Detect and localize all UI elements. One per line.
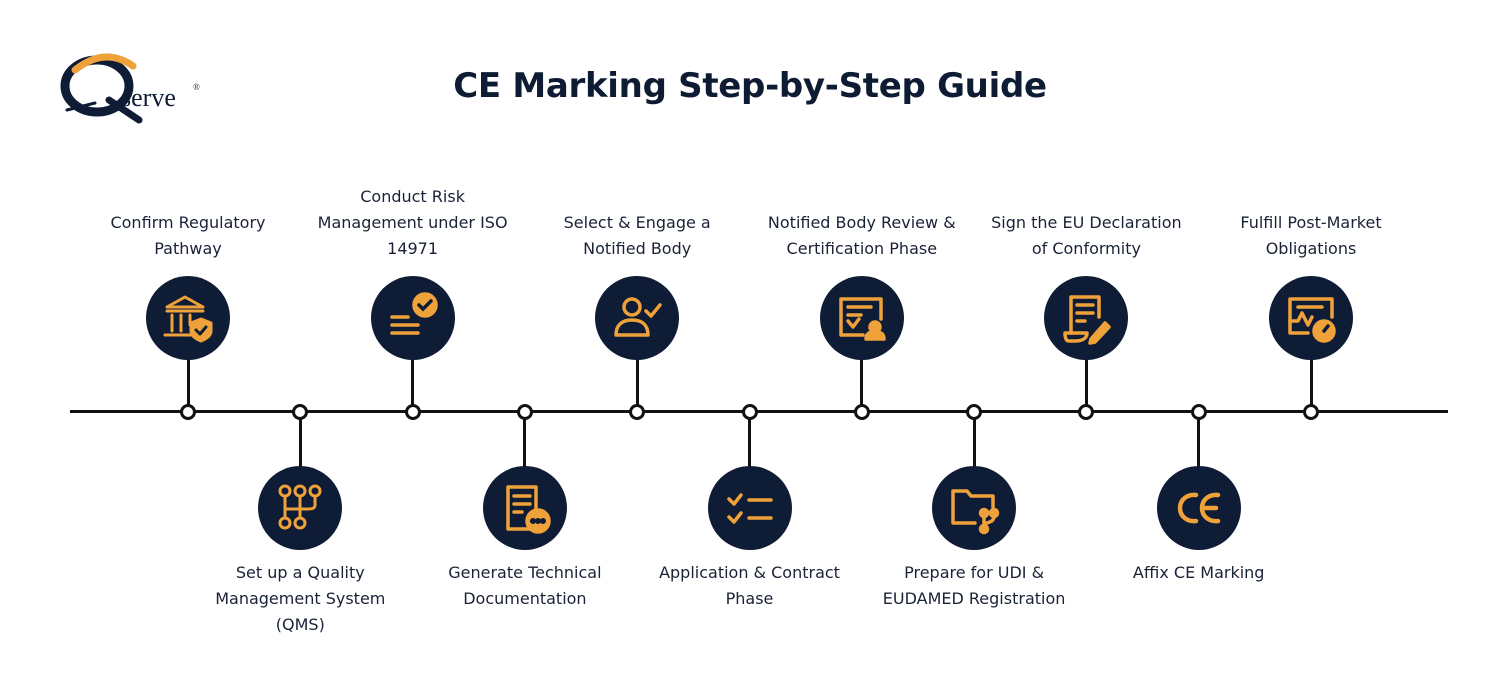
page-title: CE Marking Step-by-Step Guide [453, 66, 1047, 106]
step-icon-circle [595, 276, 680, 360]
step-label: Prepare for UDI & EUDAMED Registration [882, 563, 1066, 608]
step-label: Application & Contract Phase [659, 563, 840, 608]
list-check-icon [384, 289, 442, 347]
timeline-node [629, 404, 646, 420]
workflow-nodes-icon [271, 479, 329, 537]
timeline-node [853, 404, 870, 420]
timeline-connector [1084, 355, 1088, 411]
timeline-node [1190, 404, 1207, 420]
timeline-connector [186, 355, 190, 411]
svg-text:serve: serve [121, 83, 176, 112]
timeline-connector [635, 355, 639, 411]
step-label: Generate Technical Documentation [448, 563, 602, 608]
timeline-connector [860, 355, 864, 411]
timeline-connector [411, 355, 415, 411]
step-icon-circle [146, 276, 230, 360]
timeline-connector [972, 411, 976, 470]
step-label: Affix CE Marking [1132, 563, 1265, 582]
timeline-node [404, 404, 421, 420]
timeline-node [180, 404, 196, 420]
step-icon-circle [819, 276, 904, 360]
timeline-line [70, 410, 1448, 413]
timeline-node [1078, 404, 1095, 420]
timeline-connector [1197, 411, 1201, 470]
timeline-connector [748, 411, 751, 470]
step-icon-circle [482, 466, 567, 550]
step-label: Select & Engage a Notified Body [563, 213, 711, 258]
step-icon-circle [370, 276, 455, 360]
timeline-connector [1309, 355, 1313, 411]
step-icon-circle [1156, 466, 1241, 550]
monitor-gauge-icon [1282, 289, 1340, 347]
timeline-node [966, 404, 983, 420]
timeline-node [516, 404, 533, 420]
timeline-node [741, 404, 758, 420]
user-check-icon [608, 289, 666, 347]
svg-text:®: ® [193, 82, 200, 92]
step-icon-circle [932, 466, 1017, 550]
step-label: Confirm Regulatory Pathway [110, 213, 266, 258]
step-icon-circle [258, 466, 343, 550]
document-more-icon [496, 479, 554, 537]
document-sign-icon [1057, 289, 1115, 347]
step-label: Sign the EU Declaration of Conformity [991, 213, 1182, 258]
step-label: Fulfill Post-Market Obligations [1240, 213, 1382, 258]
qserve-logo: serve ® [55, 48, 215, 128]
folder-network-icon [945, 479, 1003, 537]
step-label: Set up a Quality Management System (QMS) [215, 563, 386, 634]
timeline-connector [523, 411, 527, 470]
checklist-icon [721, 479, 779, 537]
step-label: Notified Body Review & Certification Pha… [767, 213, 956, 258]
certificate-review-icon [833, 289, 891, 347]
timeline-node [292, 404, 309, 420]
timeline-node [1303, 404, 1319, 420]
step-icon-circle [707, 466, 792, 550]
step-label: Conduct Risk Management under ISO 14971 [317, 187, 508, 258]
step-icon-circle [1269, 276, 1353, 360]
timeline-connector [298, 411, 302, 470]
ce-mark-icon [1170, 479, 1228, 537]
step-icon-circle [1044, 276, 1129, 360]
institution-shield-icon [159, 289, 217, 347]
